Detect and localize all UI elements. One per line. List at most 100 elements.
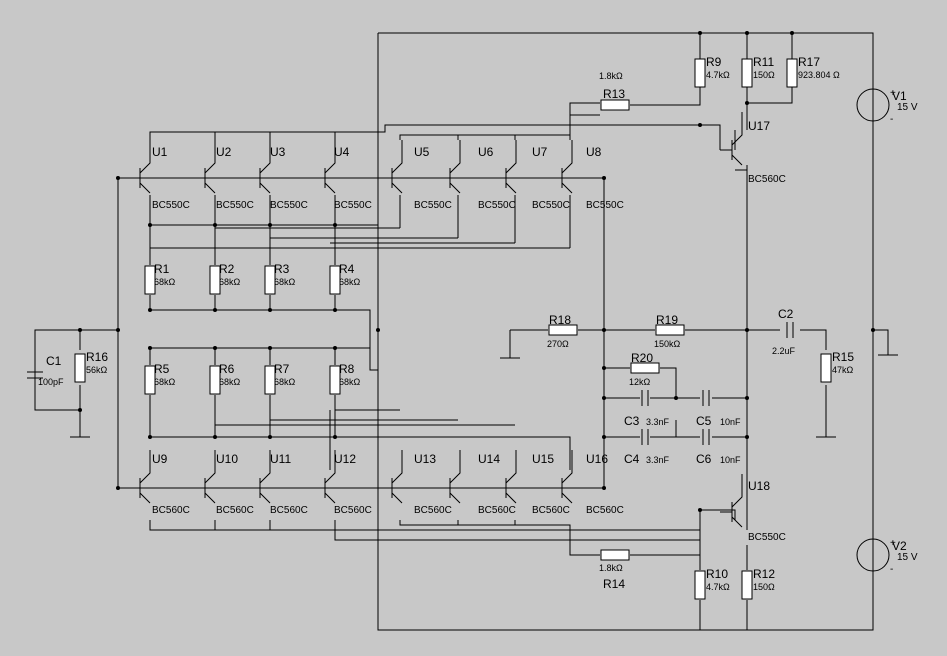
junction-dot	[116, 176, 120, 180]
resistor-value: 47kΩ	[832, 365, 854, 375]
transistor-symbol	[128, 450, 151, 504]
capacitor-value: 3.3nF	[646, 417, 670, 427]
resistor-ref: R5	[154, 362, 170, 376]
resistor-ref: R8	[339, 362, 355, 376]
resistor-value: 150Ω	[753, 582, 775, 592]
junction-dot	[602, 396, 606, 400]
resistor-ref: R4	[339, 262, 355, 276]
transistor-ref: U3	[270, 145, 286, 159]
transistor-symbol	[550, 450, 573, 504]
capacitor-c3: C3 3.3nF	[624, 390, 670, 428]
junction-dot	[376, 328, 380, 332]
transistor-ref: U16	[586, 452, 608, 466]
resistor-value: 68kΩ	[339, 277, 361, 287]
resistor-ref: R12	[753, 567, 775, 581]
resistor-ref: R13	[603, 87, 625, 101]
resistor-ref: R1	[154, 262, 170, 276]
junction-dot	[213, 435, 217, 439]
junction-dot	[333, 435, 337, 439]
junction-dot	[213, 223, 217, 227]
transistor-ref: U6	[478, 145, 494, 159]
transistor-part: BC560C	[586, 505, 624, 516]
transistor-layer: U1BC550CU2BC550CU3BC550CU4BC550CU5BC550C…	[128, 112, 786, 543]
junction-dot	[745, 435, 749, 439]
transistor-ref: U10	[216, 452, 238, 466]
resistor-body	[630, 362, 660, 374]
resistor-value: 68kΩ	[219, 377, 241, 387]
transistor-part: BC550C	[478, 200, 516, 211]
capacitor-ref: C4	[624, 452, 640, 466]
resistor-value: 68kΩ	[154, 377, 176, 387]
resistor-body	[209, 365, 221, 395]
resistor-ref: R20	[631, 351, 653, 365]
resistor-body	[741, 570, 753, 600]
capacitor-value: 10nF	[720, 417, 741, 427]
junction-dot	[602, 435, 606, 439]
resistor-body	[329, 365, 341, 395]
resistor-body	[786, 58, 798, 88]
junction-dot	[698, 123, 702, 127]
transistor-ref: U18	[748, 479, 770, 493]
capacitor-plates	[27, 371, 43, 379]
junction-dot	[268, 435, 272, 439]
resistor-value: 12kΩ	[629, 377, 651, 387]
transistor-ref: U2	[216, 145, 232, 159]
resistor-ref: R9	[706, 55, 722, 69]
junction-dot	[602, 366, 606, 370]
junction-dot	[116, 486, 120, 490]
capacitor-ref: C3	[624, 414, 640, 428]
transistor-part: BC550C	[414, 200, 452, 211]
resistor-value: 56kΩ	[86, 365, 108, 375]
transistor-symbol	[313, 140, 336, 194]
junction-dots	[78, 31, 875, 512]
junction-dot	[268, 308, 272, 312]
transistor-symbol	[193, 450, 216, 504]
resistor-ref: R16	[86, 350, 108, 364]
capacitor-value: 2.2uF	[772, 346, 796, 356]
transistor-symbol	[494, 140, 517, 194]
capacitor-value: 3.3nF	[646, 455, 670, 465]
svg-text:+: +	[890, 538, 896, 549]
resistor-body	[144, 365, 156, 395]
capacitor-ref: C5	[696, 414, 712, 428]
svg-text:+: +	[890, 88, 896, 99]
junction-dot	[745, 101, 749, 105]
source-value: 15 V	[897, 552, 918, 563]
transistor-part: BC560C	[216, 505, 254, 516]
resistor-value: 150Ω	[753, 70, 775, 80]
transistor-part: BC560C	[532, 505, 570, 516]
svg-text:-: -	[890, 114, 893, 125]
junction-dot	[745, 31, 749, 35]
junction-dot	[790, 31, 794, 35]
transistor-symbol	[380, 140, 403, 194]
voltage-source-v1: + -	[856, 88, 896, 125]
junction-dot	[78, 408, 82, 412]
transistor-part: BC550C	[334, 200, 372, 211]
resistor-body	[694, 58, 706, 88]
transistor-ref: U17	[748, 119, 770, 133]
transistor-symbol	[248, 450, 271, 504]
resistor-ref: R15	[832, 350, 854, 364]
transistor-ref: U5	[414, 145, 430, 159]
junction-dot	[333, 223, 337, 227]
transistor-part: BC560C	[152, 505, 190, 516]
resistor-body	[264, 265, 276, 295]
